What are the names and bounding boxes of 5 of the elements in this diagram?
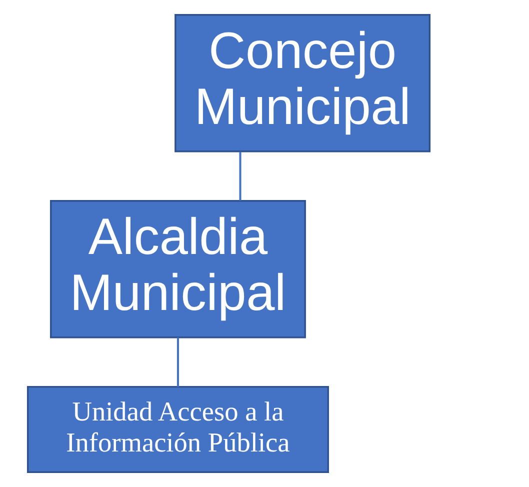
connector bbox=[238, 152, 241, 201]
node-box: Unidad Acceso a la Información Pública bbox=[26, 386, 328, 473]
node-box: Concejo Municipal bbox=[174, 14, 430, 152]
connector bbox=[176, 338, 178, 387]
node-box: Alcaldia Municipal bbox=[50, 200, 306, 338]
